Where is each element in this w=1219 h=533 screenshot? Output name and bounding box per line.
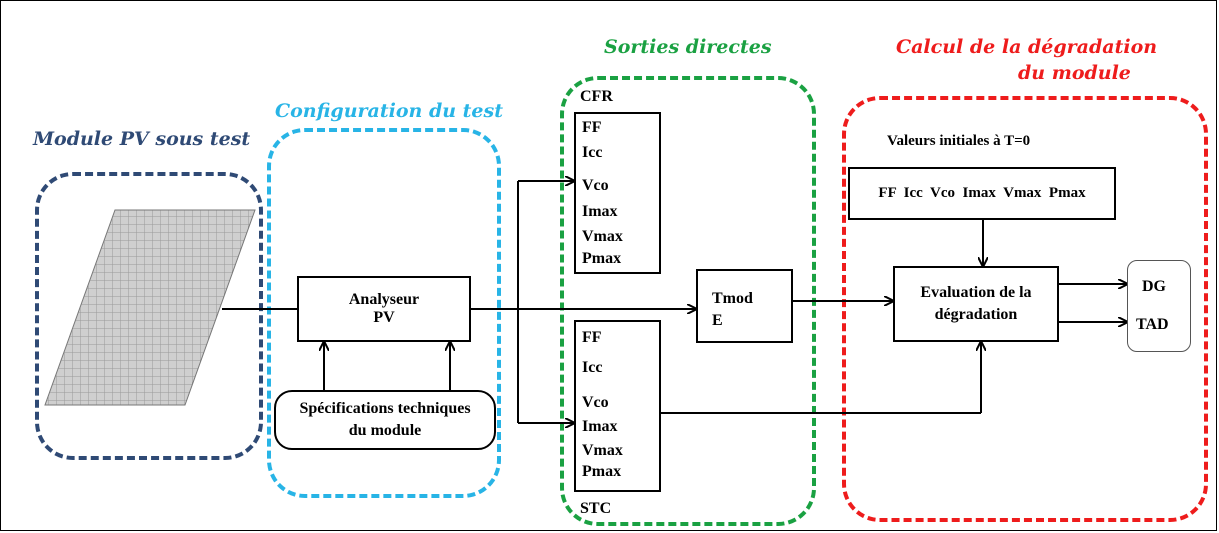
cfr-label: CFR: [580, 88, 613, 105]
tmod-line2: E: [712, 312, 723, 329]
result-dg: DG: [1142, 278, 1166, 295]
cfr-param-icc: Icc: [582, 144, 603, 161]
evaluation-box: Evaluation de la dégradation: [893, 266, 1059, 342]
cfr-box: FF Icc Vco Imax Vmax Pmax: [574, 112, 661, 274]
pv-panel-icon: [44, 209, 256, 406]
cfr-param-pmax: Pmax: [582, 250, 622, 267]
stc-param-icc: Icc: [582, 359, 603, 376]
cfr-param-vmax: Vmax: [582, 228, 623, 245]
stc-param-ff: FF: [582, 329, 602, 346]
analyzer-line1: Analyseur: [348, 291, 420, 308]
analyzer-line2: PV: [373, 309, 395, 326]
group-degradation: [842, 96, 1208, 522]
config-title: Configuration du test: [275, 100, 503, 122]
cfr-param-imax: Imax: [582, 203, 618, 220]
initial-values-list: FF Icc Vco Imax Vmax Pmax: [878, 185, 1086, 201]
results-box: DG TAD: [1127, 260, 1191, 352]
analyzer-box: Analyseur PV: [297, 276, 471, 342]
group-module: [35, 172, 263, 460]
tmod-box: Tmod E: [696, 269, 793, 343]
cfr-param-vco: Vco: [582, 177, 609, 194]
degradation-title-line1: Calcul de la dégradation: [896, 36, 1158, 58]
stc-box: FF Icc Vco Imax Vmax Pmax: [574, 320, 661, 492]
cfr-param-ff: FF: [582, 119, 602, 136]
degradation-title-line2: du module: [1018, 62, 1131, 84]
evaluation-line1: Evaluation de la: [920, 284, 1032, 301]
module-title: Module PV sous test: [33, 128, 251, 150]
group-config: [267, 128, 501, 498]
stc-param-imax: Imax: [582, 418, 618, 435]
stc-param-pmax: Pmax: [582, 463, 622, 480]
stc-param-vmax: Vmax: [582, 442, 623, 459]
initial-values-label: Valeurs initiales à T=0: [887, 133, 1031, 149]
specs-line2: du module: [348, 422, 422, 439]
initial-values-box: FF Icc Vco Imax Vmax Pmax: [848, 167, 1116, 220]
outputs-title: Sorties directes: [604, 36, 772, 58]
stc-param-vco: Vco: [582, 394, 609, 411]
stc-label: STC: [580, 500, 612, 517]
specs-line1: Spécifications techniques: [299, 400, 471, 417]
result-tad: TAD: [1136, 316, 1169, 333]
tmod-line1: Tmod: [712, 290, 753, 307]
specs-box: Spécifications techniques du module: [274, 390, 496, 450]
evaluation-line2: dégradation: [934, 306, 1018, 323]
